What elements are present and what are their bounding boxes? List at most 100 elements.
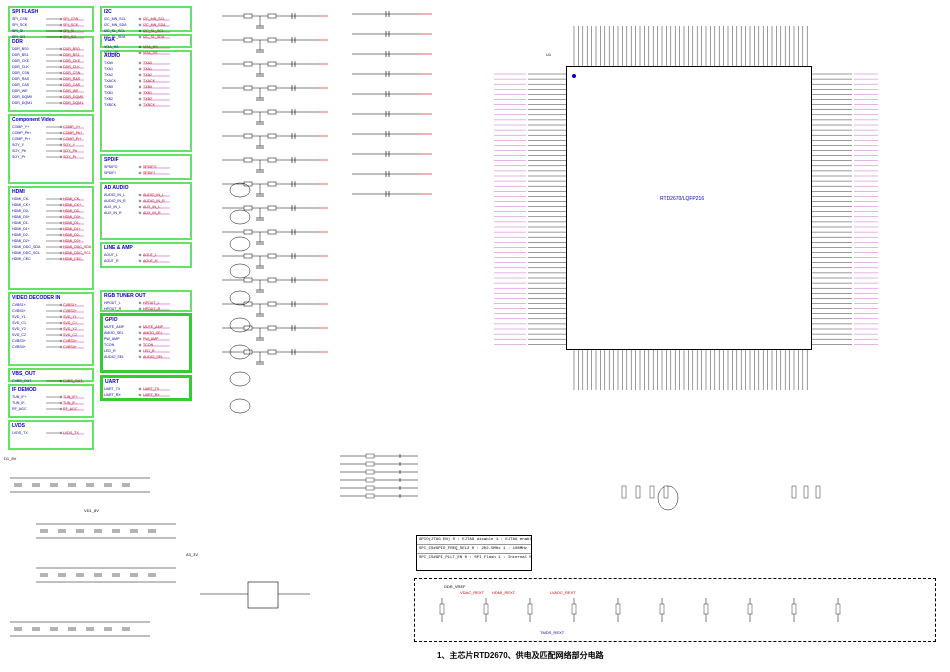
signal-label: SVD_Y1 <box>12 315 26 319</box>
net-label: TXB2 <box>143 97 152 101</box>
port-marker <box>59 327 63 331</box>
net-label: SVD_Y1 <box>63 315 77 319</box>
net-label: TUN_IF+ <box>63 395 78 399</box>
signal-label: DDR_BS1 <box>12 53 29 57</box>
resistor <box>267 253 277 259</box>
resistor <box>659 603 665 615</box>
block-title: I2C <box>104 9 112 15</box>
signal-label: TXB0 <box>104 85 113 89</box>
net-label: TXB0 <box>143 85 152 89</box>
net-label: SOY_Y <box>63 143 76 147</box>
signal-label: AOUT_R <box>104 259 119 263</box>
port-marker <box>59 131 63 135</box>
net-label: SVD_Y2 <box>63 327 77 331</box>
net-label: SPDIFO <box>143 165 157 169</box>
port-marker <box>59 89 63 93</box>
net-label: HDMI_D0- <box>63 209 81 213</box>
signal-label: DDR_BS0 <box>12 47 29 51</box>
signal-label: PW_AMP <box>104 337 120 341</box>
block-uart: UART <box>100 375 192 401</box>
signal-label: AUDIO_IN_R <box>104 199 126 203</box>
resistor <box>483 603 489 615</box>
ferrite-bead <box>229 236 251 252</box>
block-component-video: Component Video <box>8 114 94 184</box>
signal-label: CVBS4+ <box>12 345 26 349</box>
resistor <box>267 133 277 139</box>
net-label: TUN_IF- <box>63 401 78 405</box>
port-marker <box>138 307 142 311</box>
resistor <box>243 349 253 355</box>
net-label: I2C_MN_SDA <box>143 23 166 27</box>
port-marker <box>138 73 142 77</box>
resistor <box>803 485 809 499</box>
signal-label: I2C_MN_SCL <box>104 17 126 21</box>
signal-label: SOY_Y <box>12 143 25 147</box>
port-marker <box>138 67 142 71</box>
block-title: UART <box>105 379 119 385</box>
net-label: I2C_SL_SCL <box>143 29 164 33</box>
signal-label: HDMI_D2+ <box>12 239 30 243</box>
signal-label: HDMI_D0- <box>12 209 30 213</box>
net-label: SVD_C2 <box>63 333 77 337</box>
resistor <box>267 349 277 355</box>
port-marker <box>138 387 142 391</box>
net-label: TCON <box>143 343 154 347</box>
net-label: COMP_Pb+ <box>63 131 82 135</box>
net-label: CVBS4+ <box>63 345 77 349</box>
ferrite-bead <box>229 317 251 333</box>
resistor <box>243 37 253 43</box>
net-label: CVBS3+ <box>63 339 77 343</box>
port-marker <box>59 47 63 51</box>
block-title: GPIO <box>105 317 118 323</box>
resistor <box>267 301 277 307</box>
block-title: VIDEO DECODER IN <box>12 295 61 301</box>
net-label: SPI_SCK <box>63 23 79 27</box>
ferrite-bead <box>229 290 251 306</box>
resistor <box>747 603 753 615</box>
block-title: AD AUDIO <box>104 185 129 191</box>
resistor <box>243 229 253 235</box>
resistor <box>527 603 533 615</box>
resistor <box>243 205 253 211</box>
chip-ref: U1 <box>546 52 552 57</box>
port-marker <box>59 53 63 57</box>
port-marker <box>59 101 63 105</box>
ferrite-bead <box>229 371 251 387</box>
port-marker <box>138 325 142 329</box>
signal-label: SPI_CSN <box>12 17 28 21</box>
net-label: HDMI_CK+ <box>63 203 81 207</box>
resistor <box>267 157 277 163</box>
signal-label: DDR_CAS <box>12 83 30 87</box>
signal-label: DDR_RAS <box>12 77 30 81</box>
inductor <box>365 461 375 467</box>
signal-label: CVBS2+ <box>12 309 26 313</box>
resistor <box>243 325 253 331</box>
block-audio: AUDIO <box>100 50 192 152</box>
inductor <box>365 469 375 475</box>
net-label: PW_AMP <box>143 337 159 341</box>
net-label: HDMI_CK- <box>63 197 81 201</box>
net-label: CVBS1+ <box>63 303 77 307</box>
power-label: D1_8V <box>4 456 17 461</box>
port-marker <box>59 215 63 219</box>
resistor <box>267 37 277 43</box>
port-marker <box>59 315 63 319</box>
resistor <box>663 485 669 499</box>
resistor <box>267 109 277 115</box>
signal-label: COMP_Pb+ <box>12 131 31 135</box>
block-rgb-tuner: RGB TUNER OUT <box>100 290 192 312</box>
port-marker <box>138 29 142 33</box>
signal-label: AMOD_SEL <box>104 331 124 335</box>
port-marker <box>138 171 142 175</box>
port-marker <box>138 85 142 89</box>
port-marker <box>59 345 63 349</box>
signal-label: UART_TX <box>104 387 121 391</box>
signal-label: DDR_CLK <box>12 65 29 69</box>
signal-label: TXB1 <box>104 91 113 95</box>
net-label: SPI_CSN <box>63 17 79 21</box>
net-label: TXA0 <box>143 61 152 65</box>
port-marker <box>138 61 142 65</box>
net-label: AOUT_R <box>143 259 158 263</box>
signal-label: HDMI_CK- <box>12 197 30 201</box>
